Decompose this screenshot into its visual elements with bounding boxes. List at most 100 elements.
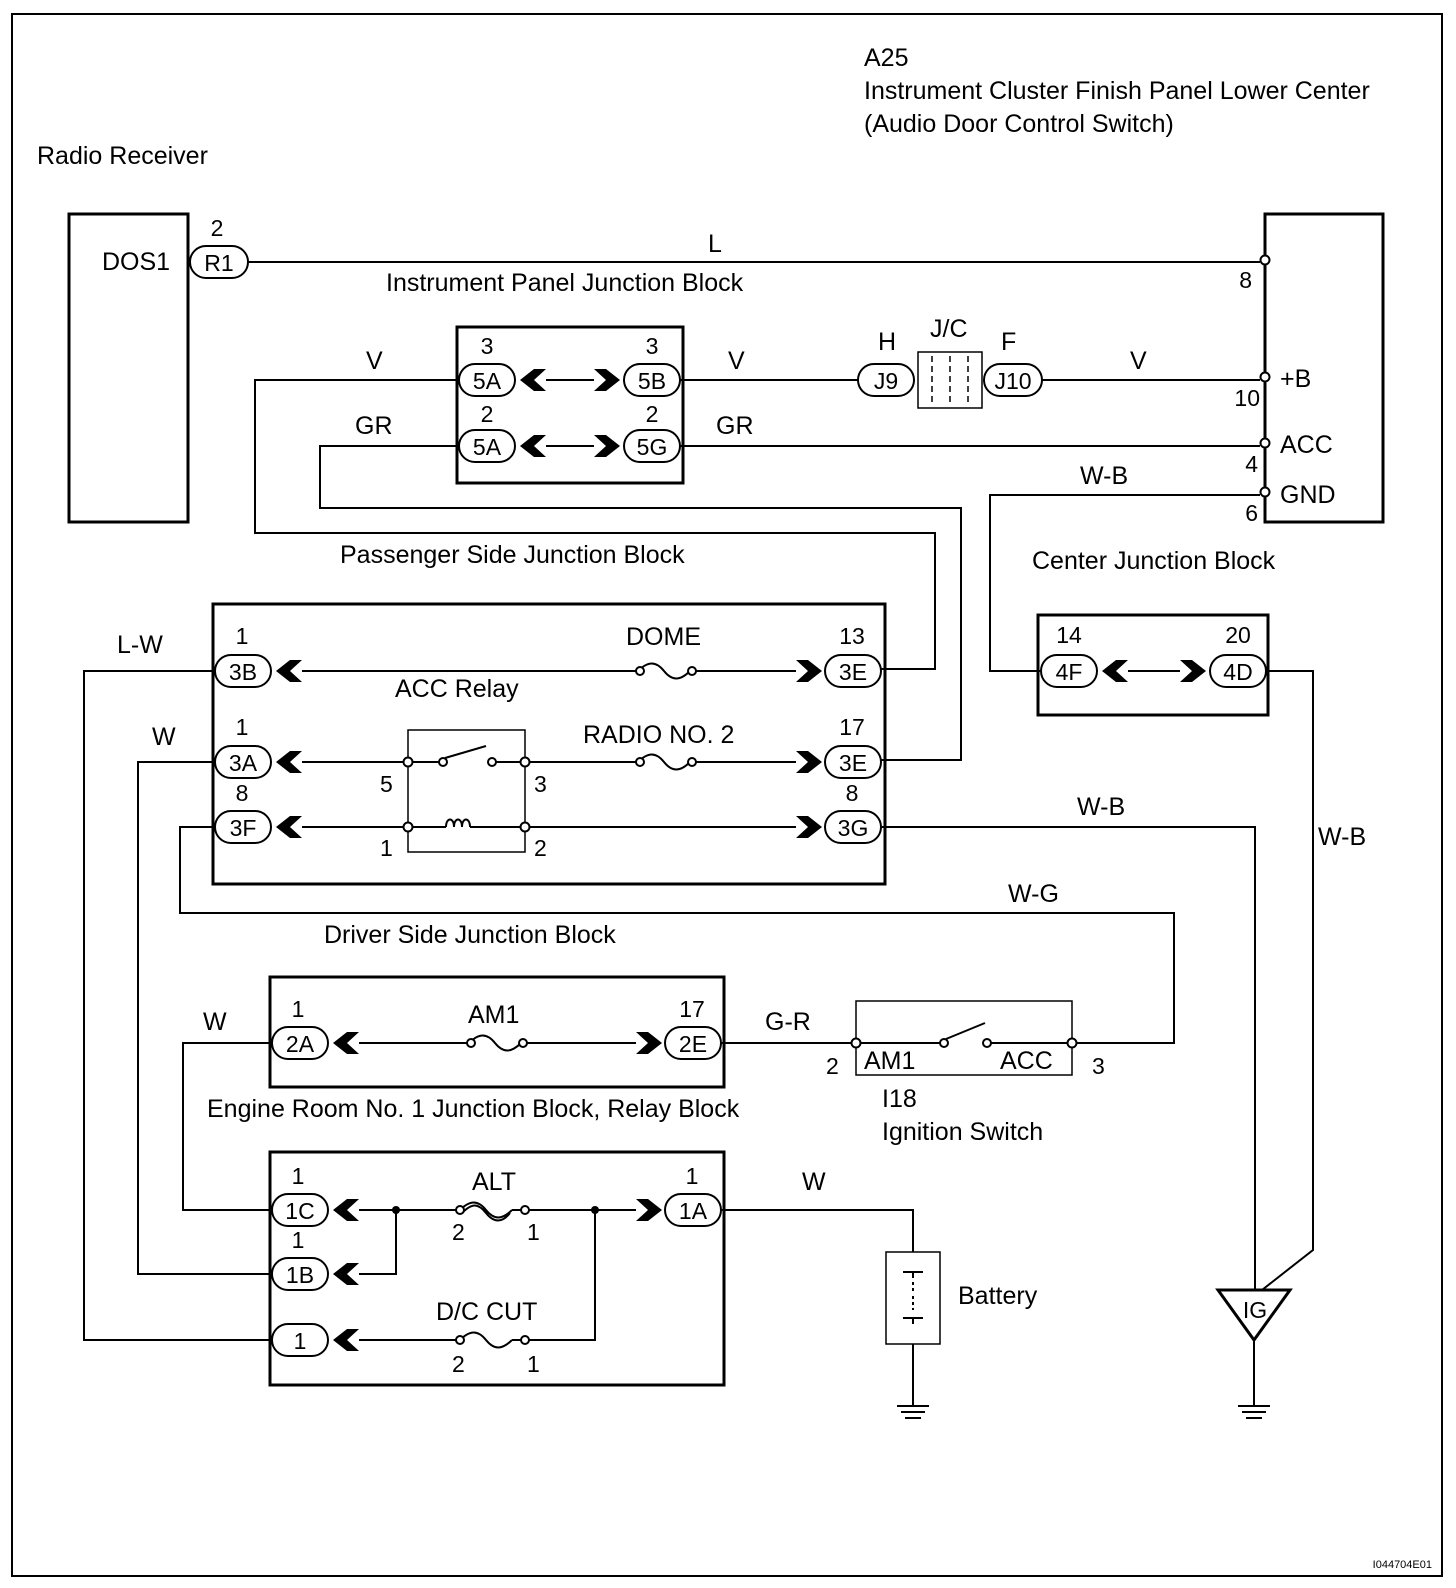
- radio2-fuse-label: RADIO NO. 2: [583, 721, 734, 749]
- jc-box: [917, 351, 983, 409]
- psjb-box: [211, 602, 887, 886]
- relay-contact: [444, 745, 487, 759]
- 3e-mid-arrow: [796, 751, 822, 773]
- acc-terminal: ACC: [1280, 431, 1333, 459]
- 1c-pin: 1: [292, 1163, 305, 1189]
- 2a-label: 2A: [286, 1031, 315, 1057]
- 1-plain-connector: [271, 1323, 329, 1357]
- r1-pin: 2: [211, 215, 224, 241]
- ign-acc-terminal: ACC: [1000, 1047, 1053, 1075]
- 5g-arrow: [594, 435, 620, 457]
- ign-am1-terminal: AM1: [864, 1047, 915, 1075]
- wire-gr-right-label: GR: [716, 412, 754, 440]
- jc-label: J/C: [930, 315, 968, 343]
- 3e-top-pin: 13: [839, 623, 865, 649]
- 3f-pin: 8: [236, 780, 249, 806]
- wire-v-left: [254, 379, 936, 670]
- dc-cut-wire-b: [529, 1210, 596, 1341]
- 1b-link: [359, 1210, 397, 1275]
- radio-receiver-box: [67, 212, 190, 524]
- dc-cut-fuse-label: D/C CUT: [436, 1298, 537, 1326]
- page-frame: [11, 13, 1443, 1577]
- a25-pin-4-terminal: [1259, 437, 1271, 449]
- 1c-arrow: [333, 1199, 359, 1221]
- 3g-label: 3G: [838, 815, 869, 841]
- 4d-pin: 20: [1225, 622, 1251, 648]
- wire-l-label: L: [708, 230, 722, 258]
- dc-pin-2: 2: [452, 1351, 465, 1377]
- wire-w-battery: [721, 1209, 914, 1252]
- a25-pin-10: 10: [1234, 385, 1260, 411]
- 5a-top-arrow: [520, 369, 546, 391]
- 1a-arrow: [636, 1199, 662, 1221]
- alt-pin-1: 1: [527, 1219, 540, 1245]
- jc-h-terminal: H: [878, 328, 896, 356]
- 1c-connector: [271, 1193, 329, 1227]
- dc-pin-1: 1: [527, 1351, 540, 1377]
- 5a-top-label: 5A: [473, 368, 502, 394]
- wire-gr-left-label: GR: [355, 412, 393, 440]
- doc-id: I044704E01: [1373, 1559, 1432, 1571]
- wire-g-r-label: G-R: [765, 1008, 811, 1036]
- 1b-connector: [271, 1257, 329, 1291]
- ipjb-label: Instrument Panel Junction Block: [386, 269, 744, 297]
- erjb-lower-box: [268, 1150, 726, 1387]
- cjb-box: [1036, 613, 1270, 717]
- alt-fuse: [459, 1201, 513, 1222]
- ig-terminal: IG: [1243, 1297, 1267, 1323]
- 4d-arrow: [1180, 660, 1206, 682]
- wire-wg: [179, 826, 1175, 1044]
- 1-plain-arrow: [333, 1329, 359, 1351]
- wire-v-right-label: V: [1130, 347, 1147, 375]
- a25-pin-10-terminal: [1259, 371, 1271, 383]
- psjb-label: Passenger Side Junction Block: [340, 541, 685, 569]
- 3e-mid-label: 3E: [839, 750, 867, 776]
- wire-wb-3g: [881, 826, 1256, 1290]
- 1c-label: 1C: [285, 1198, 314, 1224]
- 3b-label: 3B: [229, 659, 257, 685]
- radio2-fuse: [637, 753, 691, 771]
- ign-pin-3: 3: [1092, 1053, 1105, 1079]
- wire-w-battery-label: W: [802, 1168, 826, 1196]
- dc-cut-fuse: [459, 1331, 513, 1349]
- 1b-arrow: [333, 1263, 359, 1285]
- a25-pin-8: 8: [1239, 267, 1252, 293]
- am1-fuse-label: AM1: [468, 1001, 519, 1029]
- dsjb-label: Driver Side Junction Block: [324, 921, 616, 949]
- a25-pin-4: 4: [1245, 451, 1258, 477]
- wire-w-2a: [182, 1042, 272, 1211]
- 2a-arrow: [333, 1032, 359, 1054]
- am1-fuse: [468, 1034, 522, 1052]
- wire-wb-gnd: [989, 494, 1260, 672]
- a25-name: Instrument Cluster Finish Panel Lower Ce…: [864, 77, 1370, 105]
- a25-pin-6-terminal: [1259, 486, 1271, 498]
- 5a-bot-label: 5A: [473, 434, 502, 460]
- cjb-label: Center Junction Block: [1032, 547, 1276, 575]
- 3b-arrow: [276, 660, 302, 682]
- ipjb-box: [455, 325, 685, 485]
- a25-pin-8-terminal: [1259, 254, 1271, 266]
- 5a-bot-pin: 2: [481, 401, 494, 427]
- 3e-mid-connector: [824, 745, 882, 779]
- 3e-top-connector: [824, 654, 882, 688]
- 5g-pin: 2: [646, 401, 659, 427]
- ignition-switch-label: Ignition Switch: [882, 1118, 1043, 1146]
- wire-wb-3g-label: W-B: [1077, 793, 1125, 821]
- ignition-contact: [945, 1022, 986, 1040]
- 1b-pin: 1: [292, 1227, 305, 1253]
- wire-v-mid-label: V: [728, 347, 745, 375]
- 3f-arrow: [276, 816, 302, 838]
- 1-plain-label: 1: [294, 1328, 307, 1354]
- dome-fuse: [637, 662, 691, 680]
- 3f-label: 3F: [230, 815, 257, 841]
- 3e-top-arrow: [796, 660, 822, 682]
- 5b-label: 5B: [638, 368, 666, 394]
- radio-receiver-label: Radio Receiver: [37, 142, 208, 170]
- relay-coil: [445, 818, 471, 828]
- 5b-pin: 3: [646, 333, 659, 359]
- 5a-bot-arrow: [520, 435, 546, 457]
- j10-label: J10: [994, 368, 1031, 394]
- a25-code: A25: [864, 44, 908, 72]
- 3g-pin: 8: [846, 780, 859, 806]
- r1-connector-label: R1: [204, 250, 233, 276]
